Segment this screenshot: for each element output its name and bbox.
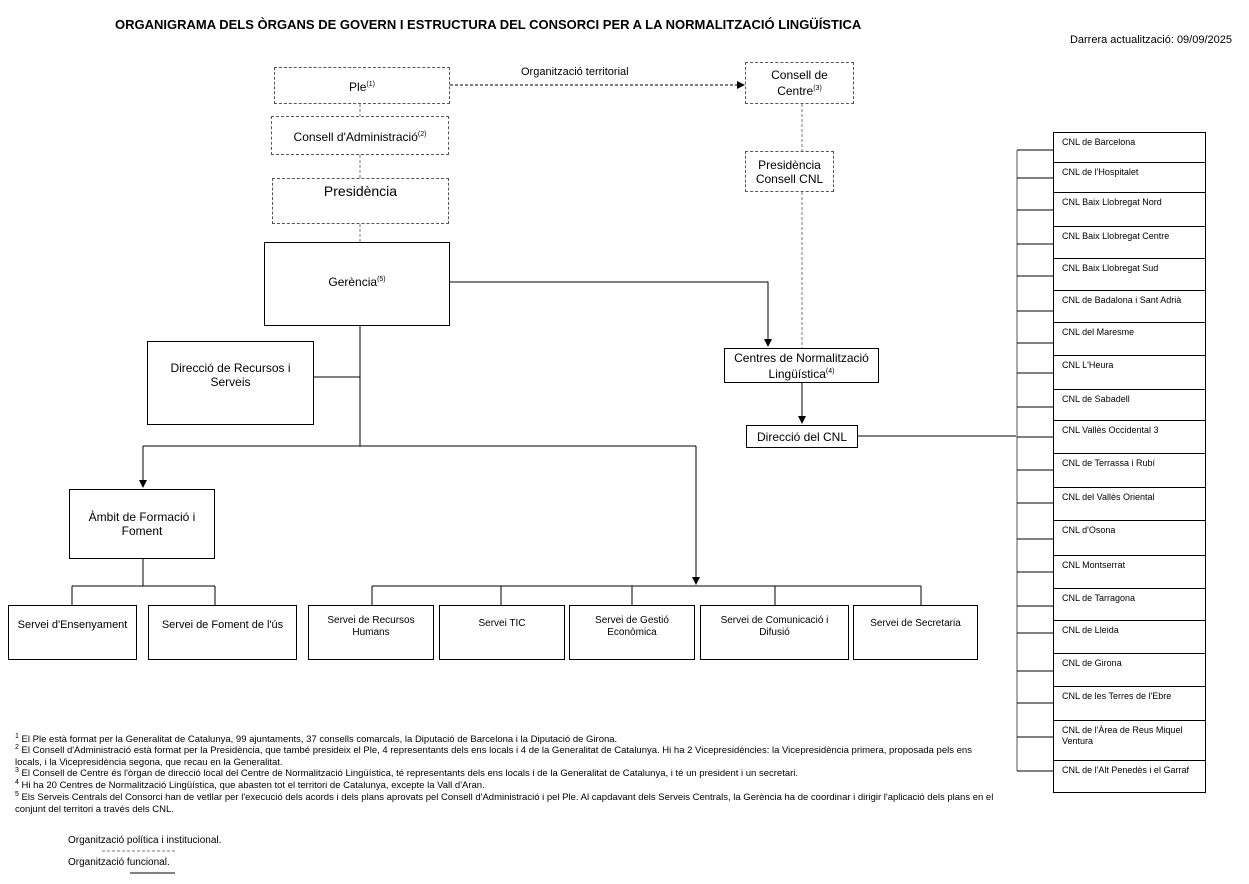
- cnl-box: CNL de les Terres de l'Ebre: [1053, 686, 1206, 720]
- cnl-box: CNL Baix Llobregat Centre: [1053, 226, 1206, 258]
- servei-box: Servei de Secretaria: [853, 605, 978, 660]
- page-title: ORGANIGRAMA DELS ÒRGANS DE GOVERN I ESTR…: [115, 17, 862, 32]
- cnl-box: CNL de Barcelona: [1053, 132, 1206, 162]
- node-direccio-cnl: Direcció del CNL: [746, 425, 858, 448]
- servei-box: Servei TIC: [439, 605, 565, 660]
- footnote: 3 El Consell de Centre és l'òrgan de dir…: [15, 767, 799, 780]
- cnl-box: CNL Montserrat: [1053, 555, 1206, 588]
- node-presidencia-cnl: Presidència Consell CNL: [745, 151, 834, 192]
- label-org-territorial: Organització territorial: [521, 66, 629, 78]
- cnl-box: CNL de Sabadell: [1053, 389, 1206, 420]
- footnote: 4 Hi ha 20 Centres de Normalització Ling…: [15, 779, 485, 792]
- servei-box: Servei de Foment de l'ús: [148, 605, 297, 660]
- cnl-box: CNL del Maresme: [1053, 322, 1206, 355]
- cnl-box: CNL d'Osona: [1053, 520, 1206, 555]
- cnl-box: CNL Baix Llobregat Sud: [1053, 258, 1206, 290]
- legend-political: Organització política i institucional.: [68, 835, 222, 846]
- footnote: 5 Els Serveis Centrals del Consorci han …: [15, 791, 994, 815]
- servei-box: Servei de Comunicació i Difusió: [700, 605, 849, 660]
- last-update: Darrera actualització: 09/09/2025: [1069, 34, 1232, 46]
- cnl-box: CNL Vallès Occidental 3: [1053, 420, 1206, 453]
- cnl-box: CNL Baix Llobregat Nord: [1053, 192, 1206, 226]
- node-presidencia: Presidència: [272, 178, 449, 224]
- node-ple: Ple(1): [274, 67, 450, 104]
- node-consell-administracio: Consell d'Administració(2): [271, 116, 449, 155]
- cnl-box: CNL de Lleida: [1053, 620, 1206, 653]
- node-direccio-recursos: Direcció de Recursos i Serveis: [147, 341, 314, 425]
- node-ambit-formacio: Àmbit de Formació i Foment: [69, 489, 215, 559]
- cnl-box: CNL de l'Àrea de Reus Miquel Ventura: [1053, 720, 1206, 760]
- servei-box: Servei d'Ensenyament: [8, 605, 137, 660]
- node-consell-centre: Consell de Centre(3): [745, 62, 854, 104]
- cnl-box: CNL de Badalona i Sant Adrià: [1053, 290, 1206, 322]
- node-centres-nl: Centres de Normalització Lingüística(4): [724, 348, 879, 383]
- cnl-box: CNL de l'Alt Penedès i el Garraf: [1053, 760, 1206, 793]
- cnl-box: CNL L'Heura: [1053, 355, 1206, 389]
- node-gerencia: Gerència(5): [264, 242, 450, 326]
- servei-box: Servei de Gestió Econòmica: [569, 605, 695, 660]
- cnl-box: CNL de l'Hospitalet: [1053, 162, 1206, 192]
- cnl-box: CNL del Vallès Oriental: [1053, 487, 1206, 520]
- cnl-box: CNL de Girona: [1053, 653, 1206, 686]
- servei-box: Servei de Recursos Humans: [308, 605, 434, 660]
- cnl-box: CNL de Terrassa i Rubí: [1053, 453, 1206, 487]
- footnote: 1 El Ple està format per la Generalitat …: [15, 733, 618, 746]
- footnote: 2 El Consell d'Administració està format…: [15, 744, 972, 768]
- legend-functional: Organització funcional.: [68, 857, 170, 868]
- cnl-box: CNL de Tarragona: [1053, 588, 1206, 620]
